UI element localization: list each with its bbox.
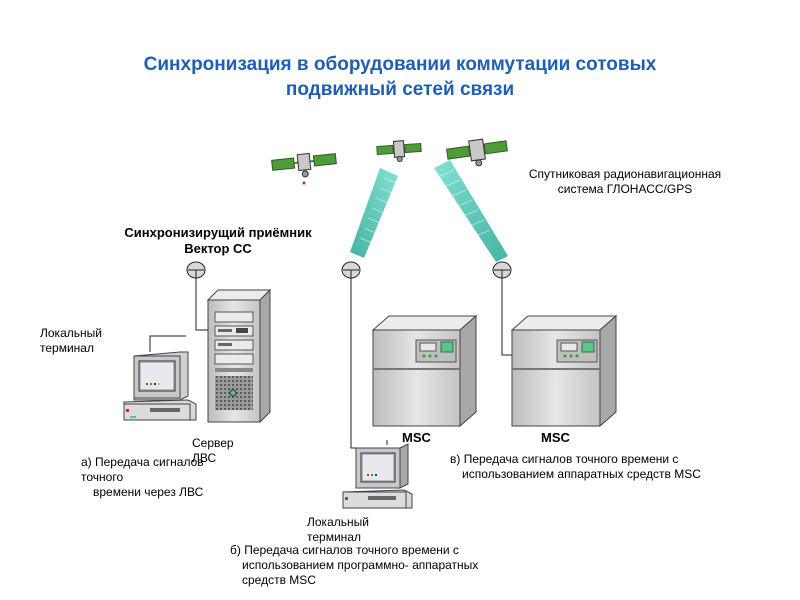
- satellite-3-icon: [446, 138, 508, 167]
- local-terminal-bottom-icon: [342, 443, 413, 509]
- satellite-marker-icon: [302, 181, 306, 185]
- local-terminal-bottom-label: Локальный терминал: [307, 515, 369, 544]
- antenna-right-icon: [492, 261, 512, 280]
- msc-left-label: MSC: [402, 430, 431, 445]
- msc-left-cabinet-icon: [371, 314, 478, 428]
- title-line-2: подвижный сетей связи: [285, 79, 515, 100]
- local-terminal-left-icon: [123, 351, 197, 421]
- antenna-center-icon: [341, 261, 361, 280]
- satellite-2-icon: [376, 140, 422, 162]
- server-tower-icon: [206, 288, 272, 424]
- signal-beam-right: [434, 160, 508, 262]
- receiver-label: Синхронизирущий приёмник Вектор СС: [124, 225, 312, 256]
- satellite-1-icon: [271, 152, 337, 178]
- caption-v: в) Передача сигналов точного времени с и…: [450, 452, 701, 481]
- caption-b: б) Передача сигналов точного времени с и…: [230, 543, 479, 587]
- caption-a: а) Передача сигналов точного времени чер…: [81, 455, 204, 499]
- page-title: Синхронизация в оборудовании коммутации …: [40, 52, 760, 102]
- title-line-1: Синхронизация в оборудовании коммутации …: [143, 54, 657, 75]
- signal-beam-left: [350, 168, 398, 258]
- satellite-system-label: Спутниковая радионавигационная система Г…: [528, 167, 722, 196]
- msc-right-label: MSC: [541, 430, 570, 445]
- server-label: Сервер ЛВС: [192, 436, 234, 465]
- msc-right-cabinet-icon: [510, 314, 618, 428]
- antenna-left-icon: [186, 261, 206, 280]
- local-terminal-left-label: Локальный терминал: [40, 326, 102, 355]
